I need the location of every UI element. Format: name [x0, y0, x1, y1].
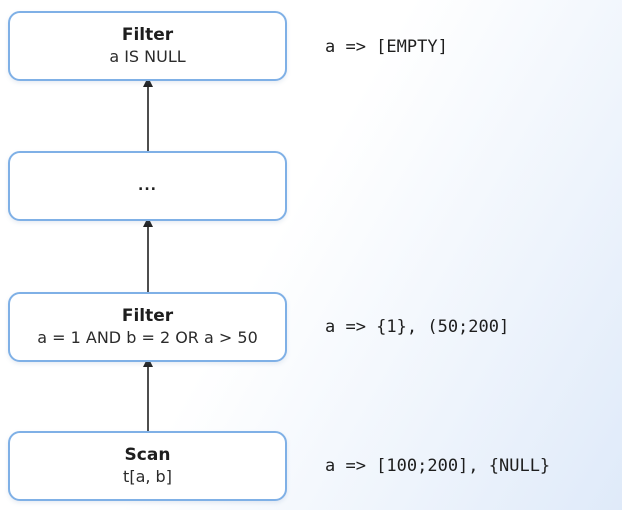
node-title: Scan [124, 445, 171, 465]
filter-condition-node: Filter a = 1 AND b = 2 OR a > 50 [8, 292, 287, 362]
node-condition: a = 1 AND b = 2 OR a > 50 [37, 328, 258, 347]
node-table: t[a, b] [123, 467, 172, 486]
annotation-empty-range: a => [EMPTY] [325, 37, 448, 57]
annotation-scan-range: a => [100;200], {NULL} [325, 456, 551, 476]
filter-is-null-node: Filter a IS NULL [8, 11, 287, 81]
node-condition: a IS NULL [109, 47, 186, 66]
node-title: Filter [121, 306, 174, 326]
ellipsis-text: ... [138, 178, 157, 194]
node-title: Filter [121, 25, 174, 45]
ellipsis-node: ... [8, 151, 287, 221]
annotation-filter-range: a => {1}, (50;200] [325, 317, 510, 337]
scan-node: Scan t[a, b] [8, 431, 287, 501]
